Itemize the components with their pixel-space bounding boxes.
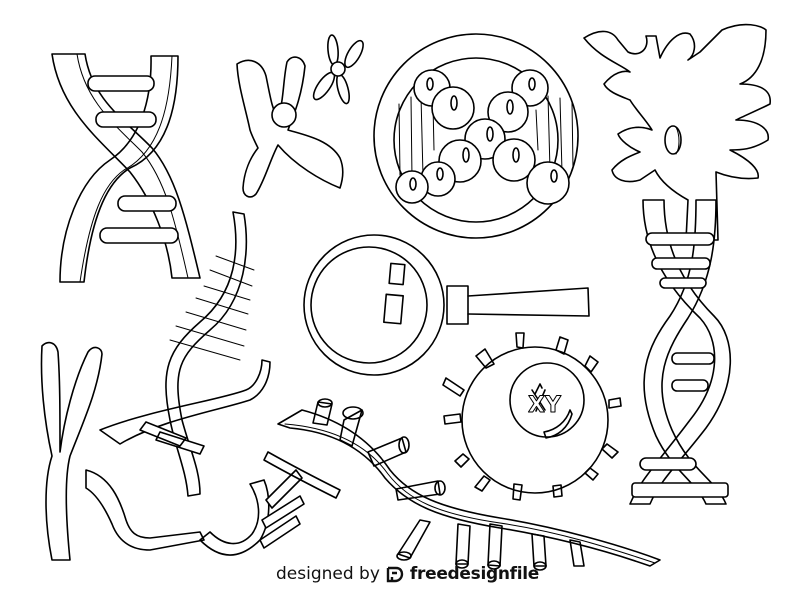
- chromosome-x-small: [312, 34, 364, 105]
- dna-helix-right: [629, 199, 732, 505]
- xy-label: XY: [528, 393, 562, 418]
- magnifying-glass: [303, 234, 590, 376]
- rna-strand: [277, 398, 661, 571]
- watermark: designed by freedesignfile: [276, 561, 539, 587]
- dna-helix-top-left: [51, 53, 201, 283]
- tree-dna: [583, 23, 771, 241]
- dna-helix-center: [99, 211, 271, 497]
- cell-with-molecules: [373, 33, 579, 239]
- chromosome-x-large: [236, 56, 344, 198]
- watermark-prefix: designed by: [276, 564, 380, 584]
- chromosome-k: [40, 341, 341, 561]
- freedesignfile-logo-icon: [386, 565, 404, 583]
- watermark-brand: freedesignfile: [409, 564, 540, 584]
- virus-cell: XY: [442, 332, 622, 501]
